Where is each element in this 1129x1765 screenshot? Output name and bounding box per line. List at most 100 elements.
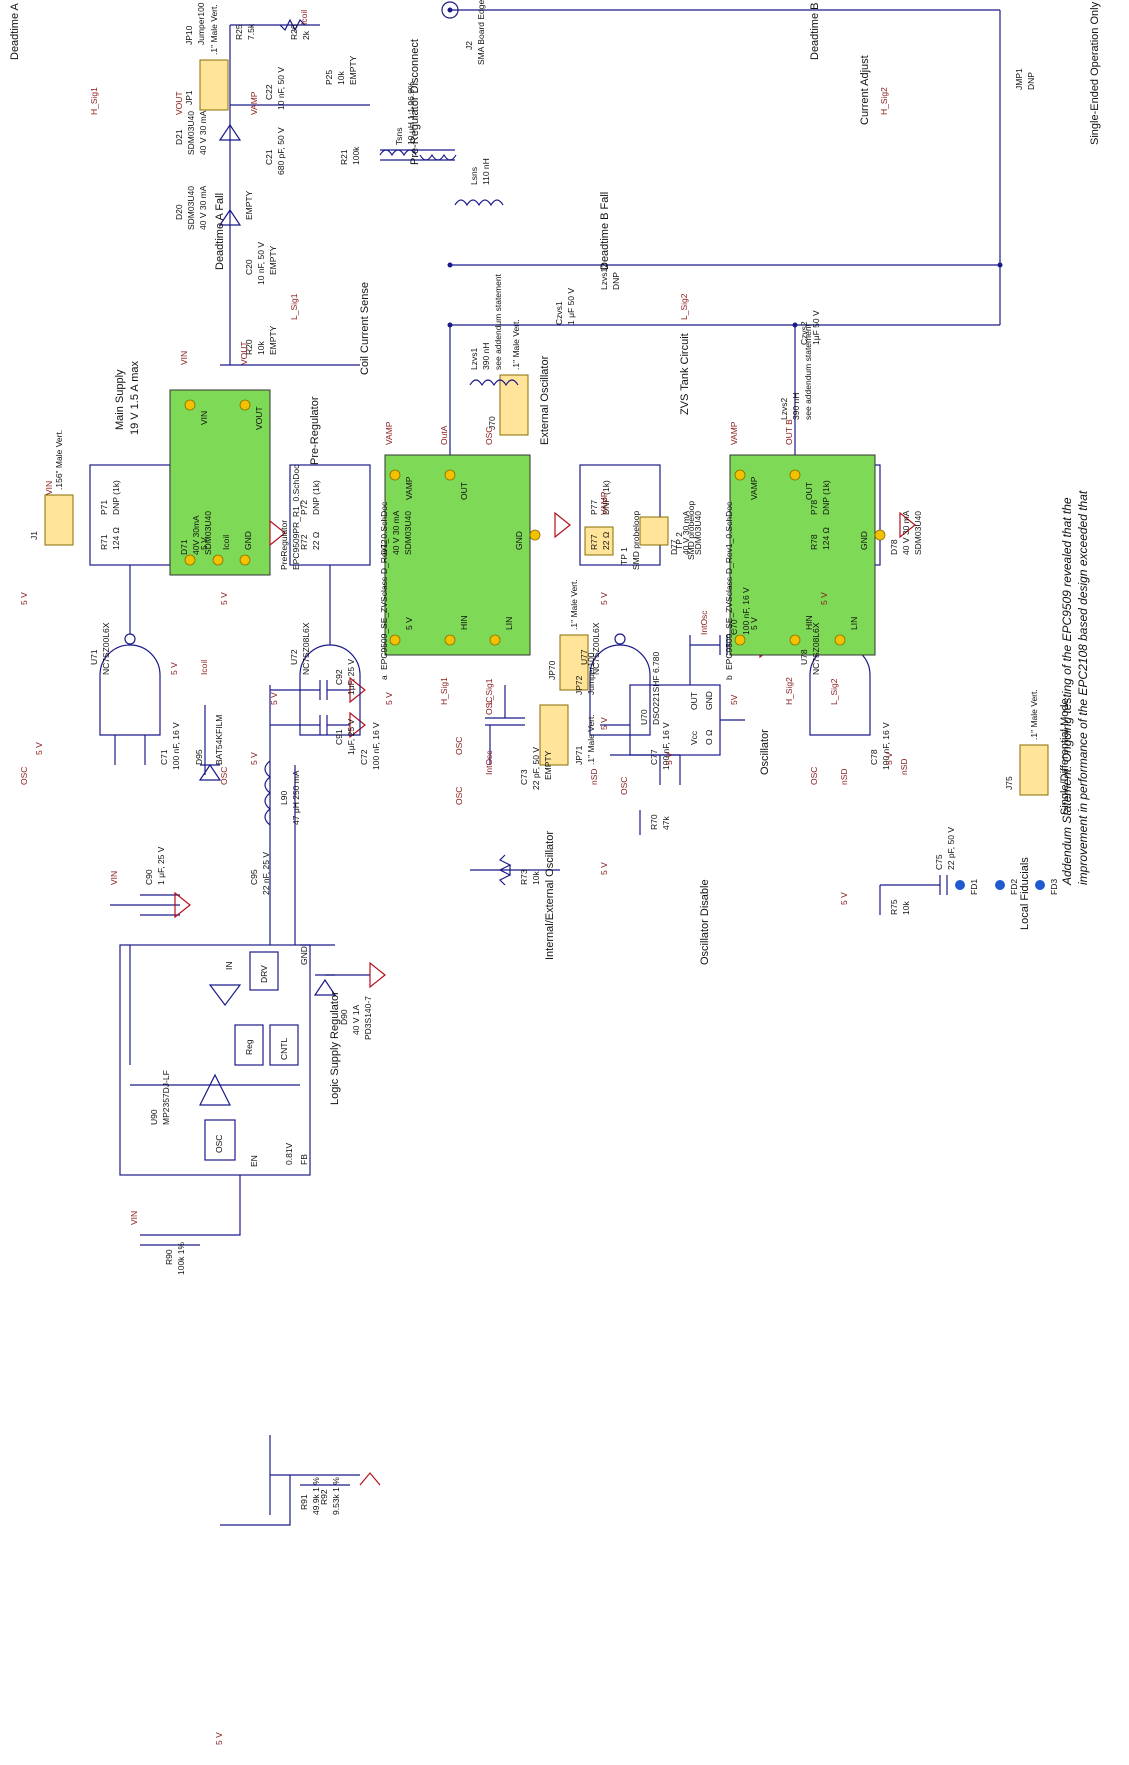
net-vin-3: VIN xyxy=(179,350,189,365)
net-5v-14: 5 V xyxy=(169,662,179,675)
c77-ref: C77 xyxy=(649,749,659,765)
prereg-pin-vout: VOUT xyxy=(254,406,264,430)
title-main-supply: Main Supply xyxy=(114,369,126,430)
d72-value: 40 V 30 mA xyxy=(391,510,401,555)
u90-pin-in: IN xyxy=(224,961,234,971)
jp1-value: .1" Male Vert. xyxy=(209,4,219,55)
net-hsig2-1: H_Sig2 xyxy=(879,87,889,115)
r72-value: 22 Ω xyxy=(311,531,321,550)
d90-value: 40 V 1A xyxy=(351,1004,361,1035)
u78-part: NC7SZ08L6X xyxy=(811,622,821,675)
net-outa: OutA xyxy=(439,425,449,445)
net-5v-5: 5 V xyxy=(839,892,849,905)
c75-ref: C75 xyxy=(934,854,944,870)
jmp1-value: DNP xyxy=(1026,72,1036,90)
title-oscillator: Oscillator xyxy=(759,729,771,775)
p25-value: 10k xyxy=(336,71,346,85)
j1-value: .156" Male Vert. xyxy=(54,429,64,490)
jp10-ref: JP10 xyxy=(184,25,194,45)
p72-value: DNP (1k) xyxy=(311,480,321,515)
u70-part: DSO221SHF 6.780 xyxy=(651,651,661,725)
c91-ref: C91 xyxy=(334,729,344,745)
tsns-value: 10 μH 1:1 96.9% xyxy=(406,81,416,146)
net-osc-2: OSC xyxy=(454,736,464,755)
net-osc-6: OSC xyxy=(484,426,494,445)
fd1-ref: FD1 xyxy=(969,878,979,895)
r70-value: 47k xyxy=(661,816,671,830)
j75-value: .1" Male Vert. xyxy=(1029,689,1039,740)
prereg-pin-vin: VIN xyxy=(199,410,209,425)
p71-value: DNP (1k) xyxy=(111,480,121,515)
p71-ref: P71 xyxy=(99,499,109,515)
title-single-differential: Single/Differential Mode xyxy=(1059,698,1071,815)
c91-value: 1μF, 25 V xyxy=(346,718,356,755)
net-vin-4: VIN xyxy=(44,480,54,495)
c92-ref: C92 xyxy=(334,669,344,685)
c21-ref: C21 xyxy=(264,149,274,165)
c20-note: EMPTY xyxy=(268,245,278,275)
r71-ref: R71 xyxy=(99,534,109,550)
title-current-adjust: Current Adjust xyxy=(859,55,871,125)
jp1-ref: JP1 xyxy=(184,90,194,105)
amp-b-pin-vamp: VAMP xyxy=(749,476,759,500)
amp-b-box xyxy=(729,454,876,656)
u72-part: NC7SZ08L6X xyxy=(301,622,311,675)
jp70-header xyxy=(559,634,589,691)
c20-ref: C20 xyxy=(244,259,254,275)
l90-ref: L90 xyxy=(279,790,289,805)
net-osc-8: OSC xyxy=(809,766,819,785)
c73-note: EMPTY xyxy=(543,750,553,780)
jp71-value: .1" Male Vert. xyxy=(586,714,596,765)
u90-ref: U90 xyxy=(149,1109,159,1125)
net-osc-3: OSC xyxy=(19,766,29,785)
title-coil-current-sense: Coil Current Sense xyxy=(359,282,371,375)
amp-a-pin-hin: HIN xyxy=(459,615,469,630)
prereg-part: EPC9509PR_R1_0.SchDoc xyxy=(291,464,301,570)
r78-ref: R78 xyxy=(809,534,819,550)
net-vin-2: VIN xyxy=(109,870,119,885)
r75-value: 10k xyxy=(901,901,911,915)
d95-value: BAT54KFILM xyxy=(214,714,224,765)
czvs1-value: 1 μF 50 V xyxy=(566,287,576,325)
c95-value: 22 nF, 25 V xyxy=(261,851,271,895)
net-5v-15: 5 V xyxy=(384,692,394,705)
tp2-ref: TP 2 xyxy=(674,532,684,550)
amp-a-box xyxy=(384,454,531,656)
amp-a-pin-gnd: GND xyxy=(514,531,524,550)
j1-header xyxy=(44,494,74,546)
jp71-ref: JP71 xyxy=(574,745,584,765)
net-intosc-1: IntOsc xyxy=(699,610,709,635)
r25-value: 7.5k xyxy=(246,23,256,40)
u77-part: NC7SZ00L6X xyxy=(591,622,601,675)
title-single-ended-only: Single-Ended Operation Only xyxy=(1089,1,1101,145)
net-5v-9: 5 V xyxy=(219,592,229,605)
r21-ref: R21 xyxy=(339,149,349,165)
title-deadtime-b-rise: Deadtime B Rise xyxy=(809,0,821,60)
net-hsig2-2: H_Sig2 xyxy=(784,677,794,705)
net-lsig1-2: L_Sig1 xyxy=(484,678,494,705)
net-lsig1-1: L_Sig1 xyxy=(289,293,299,320)
net-icoil-2: Icoil xyxy=(299,9,309,25)
net-5v-11: 5 V xyxy=(599,592,609,605)
d78-value: 40 V 30 mA xyxy=(901,510,911,555)
r90-value: 100k 1% xyxy=(176,1241,186,1275)
r90-ref: R90 xyxy=(164,1249,174,1265)
preregulator-box xyxy=(169,389,271,576)
title-zvs-tank: ZVS Tank Circuit xyxy=(679,333,691,415)
jmp1-ref: JMP1 xyxy=(1014,68,1024,90)
net-lsig2-2: L_Sig2 xyxy=(829,678,839,705)
r92-value: 9.53k 1 % xyxy=(331,1477,341,1515)
l90-value: 47 μH 250 mA xyxy=(291,770,301,825)
prereg-pin-icoil: Icoil xyxy=(221,534,231,550)
net-nsd-1: nSD xyxy=(899,758,909,775)
net-vout-1: VOUT xyxy=(239,341,249,365)
tp2-value: SMD probeloop xyxy=(686,500,696,560)
u70-pin-gnd: GND xyxy=(704,691,714,710)
u90-block-reg: Reg xyxy=(244,1039,254,1055)
d21-ref: D21 xyxy=(174,129,184,145)
net-nsd-3: nSD xyxy=(839,768,849,785)
tsns-ref: Tsns xyxy=(394,127,404,145)
u72-ref: U72 xyxy=(289,649,299,665)
